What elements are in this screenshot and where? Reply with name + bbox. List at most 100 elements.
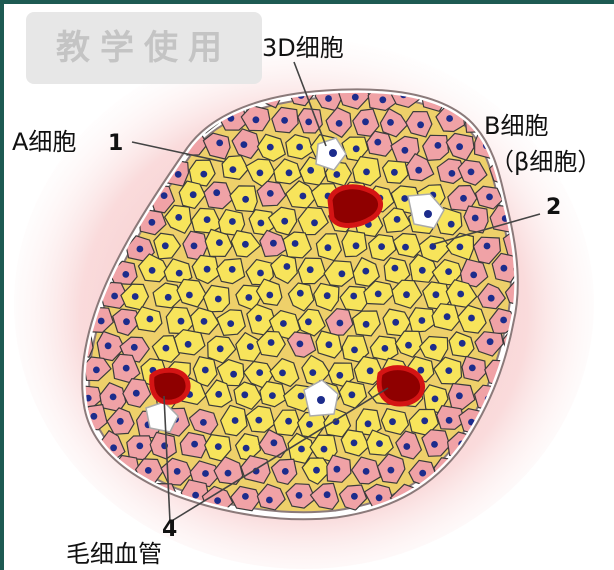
nucleus-icon — [382, 345, 389, 352]
nucleus-icon — [469, 365, 476, 372]
nucleus-icon — [379, 96, 386, 103]
nucleus-icon — [215, 296, 222, 303]
nucleus-icon — [132, 293, 139, 300]
nucleus-icon — [257, 170, 264, 177]
nucleus-icon — [93, 367, 100, 374]
nucleus-icon — [324, 491, 331, 498]
nucleus-icon — [484, 243, 491, 250]
nucleus-icon — [456, 392, 463, 399]
nucleus-icon — [445, 268, 452, 275]
nucleus-icon — [281, 218, 288, 225]
nucleus-icon — [334, 466, 341, 473]
nucleus-icon — [392, 319, 399, 326]
nucleus-icon — [241, 141, 248, 148]
nucleus-icon — [402, 147, 409, 154]
nucleus-icon — [110, 444, 117, 451]
nucleus-icon — [468, 315, 475, 322]
nucleus-icon — [487, 338, 494, 345]
nucleus-icon — [298, 393, 305, 400]
nucleus-icon — [186, 292, 193, 299]
nucleus-icon — [145, 467, 152, 474]
diagram-canvas: 3D细胞 A细胞 1 B细胞 （β细胞） 2 4 毛细血管 教学使用 — [4, 4, 614, 570]
nucleus-icon — [333, 171, 340, 178]
nucleus-icon — [516, 93, 523, 100]
nucleus-icon — [297, 341, 304, 348]
nucleus-icon — [229, 218, 236, 225]
nucleus-icon — [81, 92, 88, 99]
nucleus-icon — [309, 369, 316, 376]
nucleus-icon — [446, 115, 453, 122]
nucleus-icon — [281, 117, 288, 124]
nucleus-icon — [313, 467, 320, 474]
nucleus-icon — [242, 241, 249, 248]
nucleus-icon — [362, 268, 369, 275]
nucleus-icon — [191, 441, 198, 448]
nucleus-icon — [258, 220, 265, 227]
nucleus-icon — [225, 470, 232, 477]
nucleus-icon — [282, 468, 289, 475]
nucleus-icon — [111, 293, 118, 300]
nucleus-icon — [267, 190, 274, 197]
nucleus-icon — [403, 443, 410, 450]
nucleus-icon — [190, 191, 197, 198]
nucleus-icon — [284, 263, 291, 270]
nucleus-icon — [204, 266, 211, 273]
capillary — [152, 370, 188, 402]
nucleus-icon — [285, 418, 292, 425]
nucleus-icon — [433, 291, 440, 298]
nucleus-icon — [192, 492, 199, 499]
nucleus-icon — [200, 419, 207, 426]
nucleus-icon — [306, 421, 313, 428]
nucleus-icon — [351, 347, 358, 354]
nucleus-icon — [216, 140, 223, 147]
nucleus-icon — [122, 271, 129, 278]
watermark-text: 教学使用 — [26, 12, 262, 84]
nucleus-icon — [392, 265, 399, 272]
nucleus-icon — [280, 320, 287, 327]
nucleus-icon — [349, 391, 356, 398]
nucleus-icon — [266, 497, 273, 504]
nucleus-icon — [296, 144, 303, 151]
nucleus-icon — [460, 195, 467, 202]
nucleus-icon — [457, 244, 464, 251]
nucleus-icon — [279, 370, 286, 377]
nucleus-icon — [378, 243, 385, 250]
nucleus-icon — [149, 267, 156, 274]
nucleus-icon — [389, 418, 396, 425]
nucleus-icon — [419, 267, 426, 274]
nucleus-icon — [337, 320, 344, 327]
nucleus-icon — [242, 196, 249, 203]
nucleus-icon — [110, 394, 117, 401]
nucleus-icon — [457, 291, 464, 298]
nucleus-icon — [430, 344, 437, 351]
nucleus-icon — [255, 417, 262, 424]
nucleus-icon — [165, 294, 172, 301]
nucleus-icon — [268, 339, 275, 346]
nucleus-icon — [405, 342, 412, 349]
nucleus-icon — [432, 396, 439, 403]
alpha-cell — [505, 84, 531, 109]
nucleus-icon — [271, 439, 278, 446]
nucleus-icon — [353, 242, 360, 249]
label-d-cell: 3D细胞 — [262, 34, 344, 62]
nucleus-icon — [391, 169, 398, 176]
nucleus-icon — [363, 468, 370, 475]
nucleus-icon — [109, 90, 116, 97]
nucleus-icon — [267, 144, 274, 151]
nucleus-icon — [178, 318, 185, 325]
nucleus-icon — [317, 396, 325, 404]
nucleus-icon — [175, 171, 182, 178]
nucleus-icon — [435, 142, 442, 149]
nucleus-icon — [230, 166, 237, 173]
nucleus-icon — [321, 446, 328, 453]
nucleus-icon — [300, 193, 307, 200]
nucleus-icon — [311, 219, 318, 226]
nucleus-icon — [123, 365, 130, 372]
nucleus-icon — [201, 318, 208, 325]
nucleus-icon — [147, 316, 154, 323]
label-number-1: 1 — [108, 131, 123, 156]
nucleus-icon — [298, 446, 305, 453]
nucleus-icon — [363, 169, 370, 176]
nucleus-icon — [324, 292, 331, 299]
nucleus-icon — [270, 240, 277, 247]
